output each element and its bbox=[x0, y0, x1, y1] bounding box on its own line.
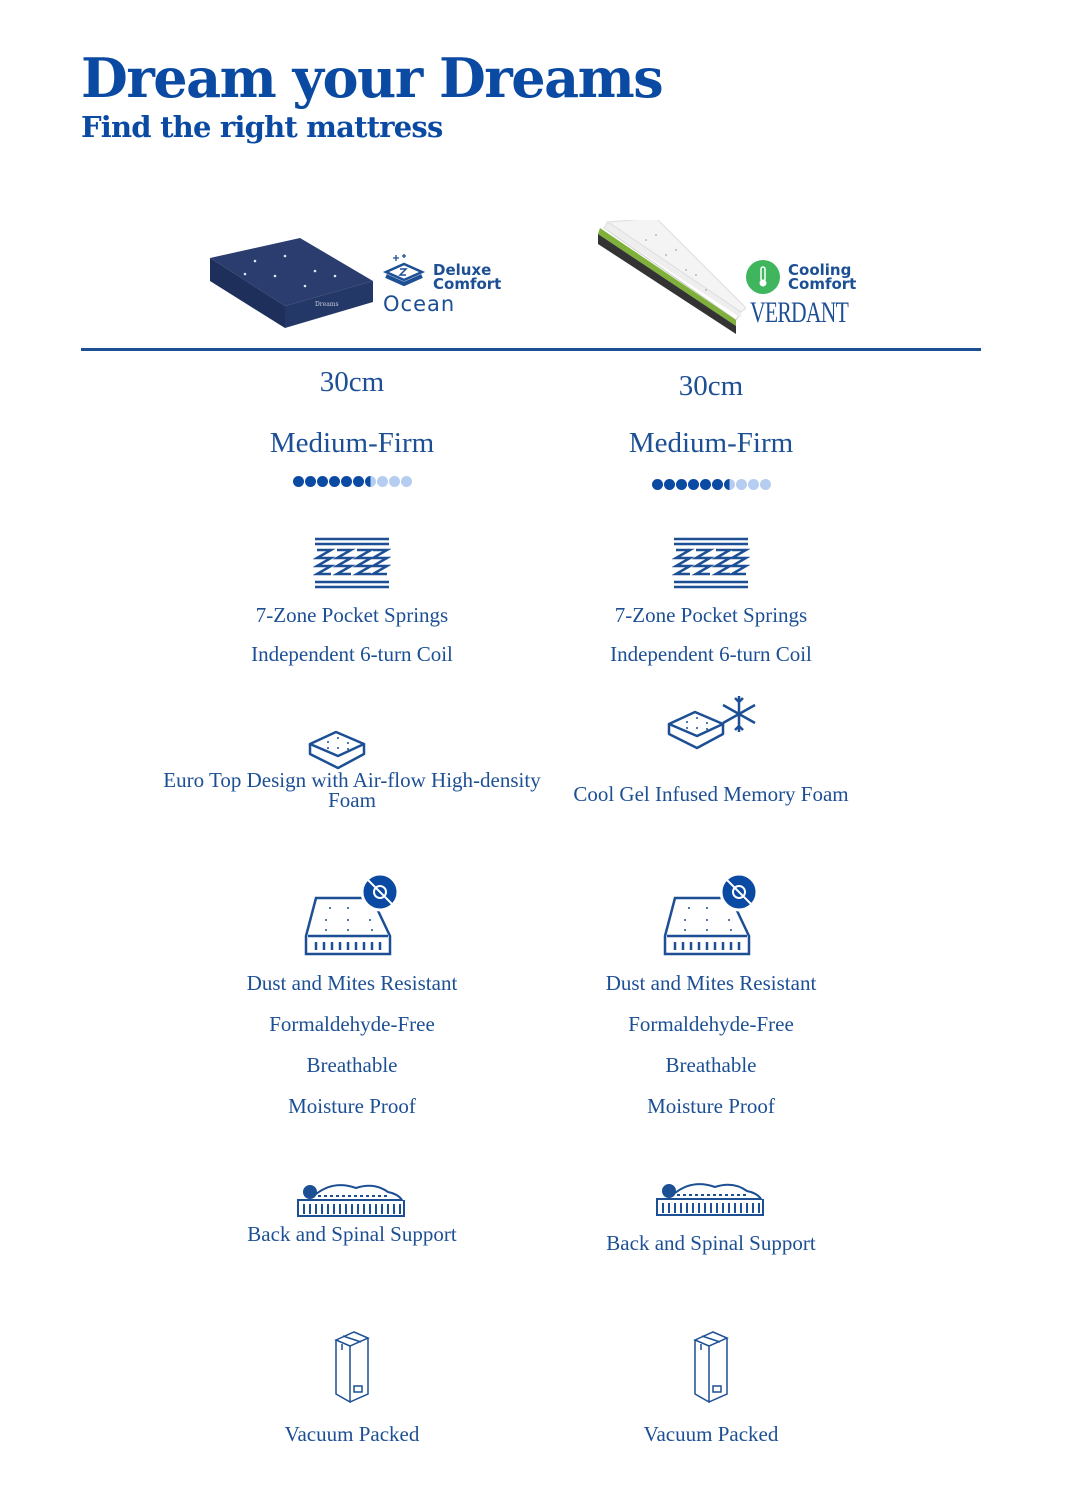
thickness: 30cm bbox=[319, 366, 385, 398]
feature-item: Breathable bbox=[306, 1053, 398, 1077]
snowflake-icon bbox=[722, 696, 756, 732]
cooling-foam-icon bbox=[667, 696, 756, 750]
foam-icon bbox=[308, 730, 366, 770]
firmness-dot bbox=[687, 479, 699, 490]
firmness-dot bbox=[747, 479, 759, 490]
brand-logo-ocean: Ocean bbox=[383, 292, 456, 316]
page-subtitle: Find the right mattress bbox=[81, 110, 443, 144]
firmness-dot bbox=[364, 476, 376, 487]
firmness-dot bbox=[340, 476, 352, 487]
comfort-layer: Cool Gel Infused Memory Foam bbox=[573, 782, 849, 806]
spring-type: 7-Zone Pocket Springs bbox=[255, 603, 449, 627]
firmness-scale bbox=[162, 476, 542, 487]
firmness-dot bbox=[675, 479, 687, 490]
firmness-dot bbox=[304, 476, 316, 487]
firmness-dot bbox=[651, 479, 663, 490]
firmness-dot bbox=[711, 479, 723, 490]
product-column-verdant: 30cm Medium-Firm 7-Zone Pocket Springs I… bbox=[521, 0, 901, 1500]
firmness-dot bbox=[352, 476, 364, 487]
firmness-dot bbox=[388, 476, 400, 487]
coil-type: Independent 6-turn Coil bbox=[251, 642, 453, 666]
support-feature: Back and Spinal Support bbox=[247, 1222, 457, 1246]
vacuum-box-icon bbox=[693, 1331, 729, 1404]
packaging: Vacuum Packed bbox=[643, 1422, 779, 1446]
badge-line: Deluxe bbox=[433, 261, 492, 279]
feature-item: Formaldehyde-Free bbox=[269, 1012, 435, 1036]
support-feature: Back and Spinal Support bbox=[606, 1231, 816, 1255]
badge-line: Comfort bbox=[788, 275, 857, 293]
header-divider bbox=[81, 348, 981, 351]
feature-item: Formaldehyde-Free bbox=[628, 1012, 794, 1036]
firmness-dot bbox=[376, 476, 388, 487]
badge-deluxe-comfort: Deluxe Comfort bbox=[433, 261, 502, 293]
spinal-support-icon bbox=[297, 1184, 405, 1217]
firmness-dot bbox=[663, 479, 675, 490]
svg-text:Dreams: Dreams bbox=[315, 301, 339, 308]
verdant-mattress-image bbox=[598, 220, 746, 334]
anti-dust-mite-icon bbox=[304, 872, 400, 956]
feature-item: Breathable bbox=[665, 1053, 757, 1077]
thermometer-icon bbox=[746, 260, 780, 294]
spinal-support-icon bbox=[656, 1183, 764, 1216]
feature-item: Dust and Mites Resistant bbox=[605, 971, 817, 995]
ocean-mattress-image: Dreams bbox=[210, 238, 373, 328]
feature-item: Moisture Proof bbox=[288, 1094, 416, 1118]
feature-item: Moisture Proof bbox=[647, 1094, 775, 1118]
pillow-sparkle-icon bbox=[382, 254, 426, 287]
comfort-layer: Euro Top Design with Air-flow High-densi… bbox=[163, 768, 541, 812]
badge-cooling-comfort: Cooling Comfort bbox=[788, 261, 857, 293]
anti-dust-mite-icon bbox=[663, 872, 759, 956]
firmness-dot bbox=[723, 479, 735, 490]
brand-logo-verdant: VERDANT bbox=[750, 296, 849, 329]
thickness: 30cm bbox=[678, 370, 744, 402]
packaging: Vacuum Packed bbox=[284, 1422, 420, 1446]
firmness-label: Medium-Firm bbox=[269, 427, 435, 459]
vacuum-box-icon bbox=[334, 1331, 370, 1404]
feature-item: Dust and Mites Resistant bbox=[246, 971, 458, 995]
badge-line: Comfort bbox=[433, 275, 502, 293]
firmness-dot bbox=[328, 476, 340, 487]
spring-type: 7-Zone Pocket Springs bbox=[614, 603, 808, 627]
firmness-dot bbox=[735, 479, 747, 490]
coil-type: Independent 6-turn Coil bbox=[610, 642, 812, 666]
firmness-dot bbox=[400, 476, 412, 487]
pocket-spring-icon bbox=[672, 537, 750, 589]
page-title: Dream your Dreams bbox=[81, 46, 664, 110]
firmness-scale bbox=[521, 479, 901, 490]
firmness-label: Medium-Firm bbox=[628, 427, 794, 459]
firmness-dot bbox=[292, 476, 304, 487]
firmness-dot bbox=[759, 479, 771, 490]
pocket-spring-icon bbox=[313, 537, 391, 589]
product-column-ocean: 30cm Medium-Firm 7-Zone Pocket Springs I… bbox=[162, 0, 542, 1500]
badge-line: Cooling bbox=[788, 261, 852, 279]
firmness-dot bbox=[316, 476, 328, 487]
firmness-dot bbox=[699, 479, 711, 490]
